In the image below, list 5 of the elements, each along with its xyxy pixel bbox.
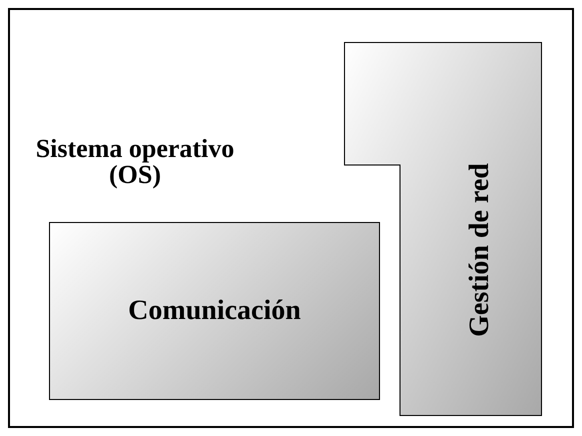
system-frame: [8, 8, 574, 428]
frame-title: Sistema operativo (OS): [34, 136, 236, 188]
box-label: Comunicación: [128, 294, 301, 328]
module-box: [49, 222, 380, 400]
vertical-label: Gestión de red: [465, 163, 495, 337]
